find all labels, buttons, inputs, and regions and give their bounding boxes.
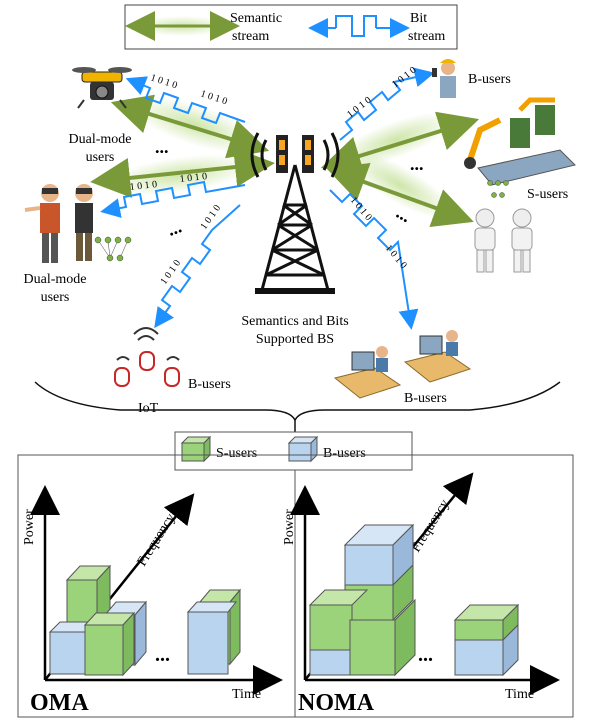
oma-b-block-front	[48, 621, 97, 675]
bit-arrow-b-users-top	[339, 67, 435, 141]
iot-devices-icon	[114, 327, 180, 387]
oma-s-block-front	[83, 611, 136, 677]
noma-time-label: Time	[505, 687, 534, 702]
noma-panel: Power Time Frequency ...	[282, 472, 560, 716]
ellipsis-3: ...	[410, 154, 424, 174]
semantic-arrow-drone	[110, 94, 270, 159]
bit-arrow-b-users-desk	[329, 189, 419, 330]
iot-label: IoT	[138, 401, 159, 416]
bit-pattern-6: 1 0 1 0	[198, 203, 223, 232]
drone-icon	[72, 67, 132, 109]
bit-pattern-10: 1 0 1 0	[383, 243, 409, 271]
noma-power-label: Power	[282, 509, 297, 545]
bit-label-1: Bit	[410, 11, 427, 26]
vr-users-icon	[24, 184, 93, 263]
oma-frequency-label: Frequency	[135, 511, 179, 569]
ellipsis-2: ...	[165, 216, 185, 239]
bit-pattern-2: 1 0 1 0	[199, 88, 229, 107]
s-users-label: S-users	[527, 187, 568, 202]
dual-mode-left-label-2: users	[41, 290, 70, 305]
bottom-legend: S-users B-users	[174, 431, 413, 471]
dual-mode-top-label-1: Dual-mode	[69, 132, 132, 147]
noma-frequency-label: Frequency	[409, 497, 453, 555]
noma-b-block-front	[309, 649, 353, 676]
dual-mode-left-label-1: Dual-mode	[24, 272, 87, 287]
noma-title: NOMA	[298, 690, 375, 716]
bit-pattern-4: 1 0 1 0	[179, 171, 207, 185]
ellipsis-1: ...	[155, 137, 169, 157]
bit-arrow-vr	[100, 180, 246, 218]
semantic-arrow-robots	[326, 163, 474, 227]
bit-arrow-drone	[125, 76, 246, 125]
bs-label-2: Supported BS	[256, 332, 334, 347]
bit-pattern-3: 1 0 1 0	[129, 179, 157, 193]
bit-pattern-1: 1 0 1 0	[149, 72, 179, 91]
bit-arrow-iot	[154, 204, 241, 329]
semantic-arrow-vr	[90, 147, 275, 198]
noma-ellipsis: ...	[418, 644, 433, 666]
worker-phone-icon	[432, 59, 456, 98]
semantic-label-1: Semantic	[230, 11, 282, 26]
bit-stream-legend-arrow	[308, 15, 410, 38]
legend-s-users-label: S-users	[216, 446, 257, 461]
bit-pattern-9: 1 0 1 0	[348, 195, 374, 223]
noma-b-block-right	[454, 623, 519, 677]
semantic-arrows	[90, 94, 480, 227]
desk-workers-icon	[333, 330, 472, 399]
humanoid-robots-icon	[474, 208, 533, 273]
semantic-arrow-factory	[320, 111, 480, 176]
oma-power-label: Power	[22, 509, 37, 545]
top-legend: Semantic stream Bit stream	[124, 4, 458, 50]
legend-b-users-label: B-users	[323, 446, 366, 461]
b-users-desk-label: B-users	[404, 391, 447, 406]
semantic-label-2: stream	[232, 29, 269, 44]
bs-label-1: Semantics and Bits	[241, 314, 348, 329]
oma-b-block-right	[186, 601, 238, 675]
bit-label-2: stream	[408, 29, 445, 44]
dual-mode-top-label-2: users	[86, 150, 115, 165]
noma-s-block-mid	[349, 598, 416, 677]
bit-pattern-5: 1 0 1 0	[158, 258, 183, 287]
oma-panel: Power Time Frequency ...	[22, 485, 283, 716]
factory-robot-arm-icon	[464, 97, 576, 186]
noma-s-block-right	[453, 603, 520, 642]
iot-b-users-label: B-users	[188, 377, 231, 392]
bit-arrows	[100, 67, 435, 330]
grouping-brace	[34, 381, 561, 422]
neural-net-icon	[94, 236, 132, 262]
oma-time-label: Time	[232, 687, 261, 702]
base-station-tower-icon	[250, 132, 340, 294]
neural-net-icon-2	[487, 180, 509, 198]
oma-ellipsis: ...	[155, 644, 170, 666]
b-users-top-label: B-users	[468, 72, 511, 87]
oma-title: OMA	[30, 690, 89, 716]
